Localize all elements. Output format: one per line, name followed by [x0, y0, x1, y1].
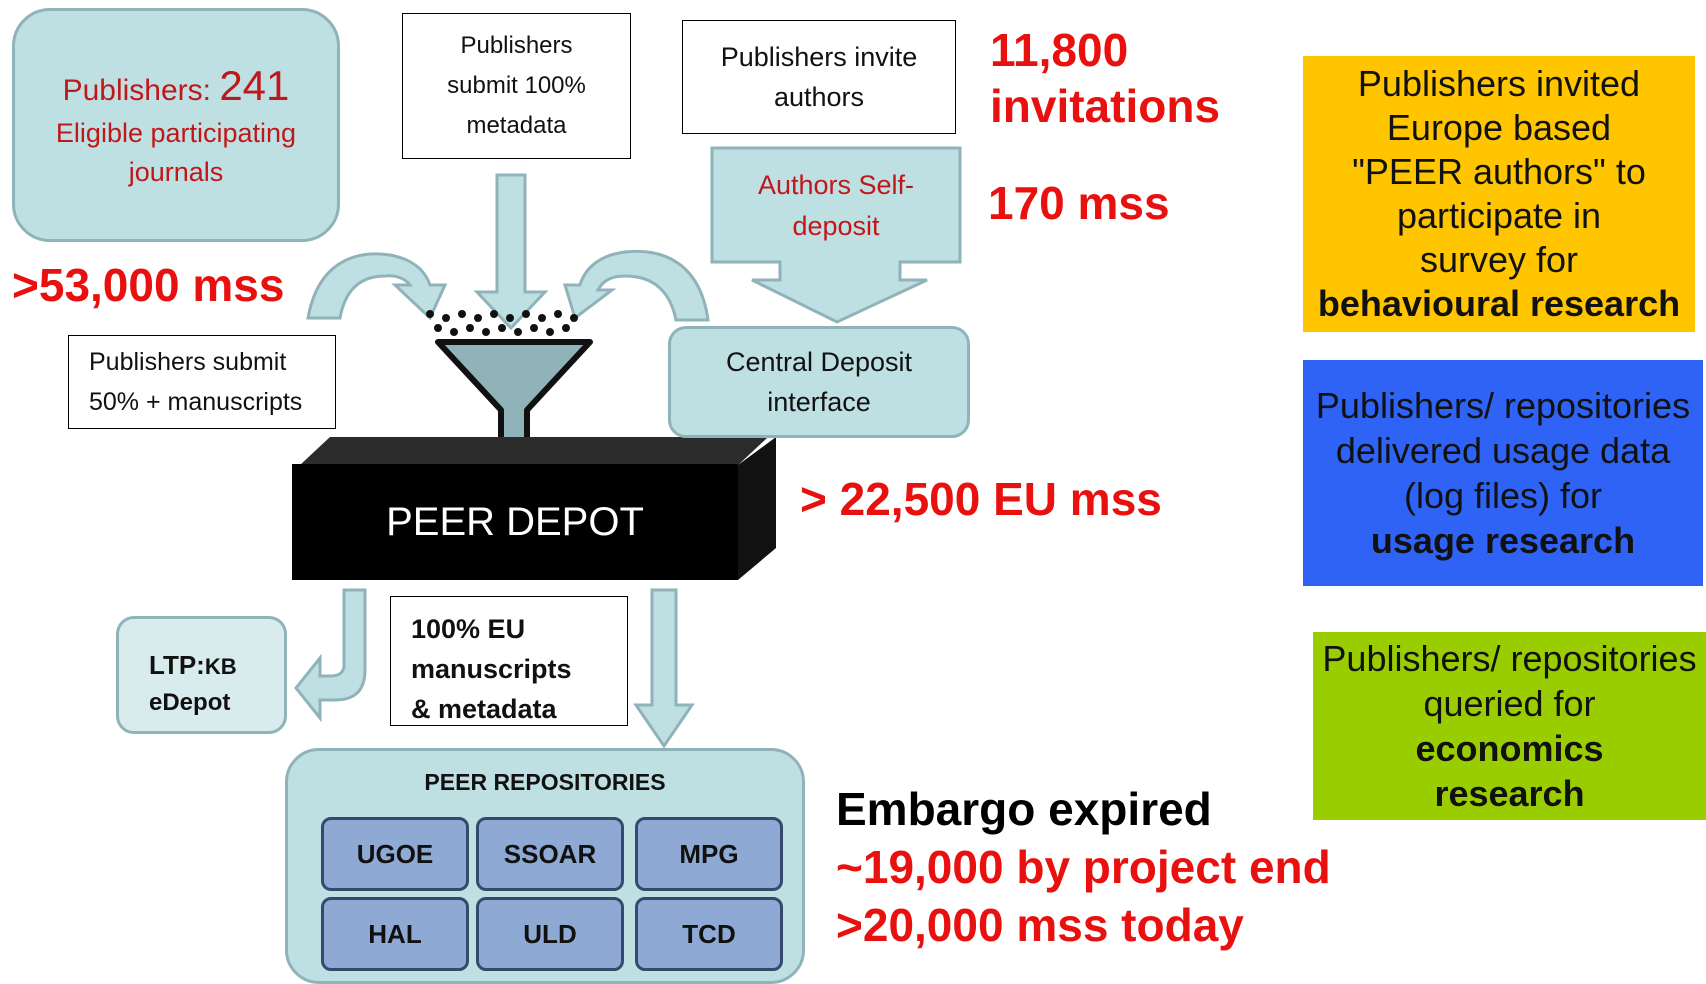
- stat-11800-line2: invitations: [990, 80, 1221, 132]
- ltp-edepot: eDepot: [149, 689, 231, 716]
- eu-manuscripts-line1: 100% EU: [411, 614, 526, 644]
- eu-manuscripts-line2: manuscripts: [411, 654, 572, 684]
- central-deposit-box: Central Deposit interface: [668, 326, 970, 438]
- behavioural-line3: "PEER authors" to: [1352, 151, 1646, 192]
- publishers-box: Publishers: 241 Eligible participating j…: [12, 8, 340, 242]
- economics-box: Publishers/ repositories queried for eco…: [1313, 632, 1706, 820]
- down-arrow-repos: [633, 588, 695, 749]
- bent-arrow-ltp: [294, 588, 367, 723]
- usage-line2: delivered usage data: [1335, 430, 1671, 471]
- embargo-line2: ~19,000 by project end: [836, 841, 1331, 893]
- repo-tcd: TCD: [635, 897, 783, 971]
- dots-pattern: [426, 310, 578, 336]
- invite-box: Publishers invite authors: [682, 20, 956, 134]
- peer-repositories: PEER REPOSITORIES UGOE SSOAR MPG HAL ULD…: [285, 748, 805, 984]
- curved-arrow-right: [562, 249, 710, 322]
- curved-arrow-left: [306, 252, 448, 321]
- economics-line1: Publishers/ repositories: [1322, 638, 1697, 679]
- self-deposit-text: Authors Self- deposit: [715, 160, 957, 252]
- usage-bold: usage research: [1370, 520, 1636, 561]
- central-deposit-line1: Central Deposit: [725, 347, 913, 377]
- self-deposit-line2: deposit: [792, 211, 880, 241]
- publishers-label: Publishers:: [62, 74, 211, 107]
- eu-manuscripts-box: 100% EU manuscripts & metadata: [390, 596, 628, 726]
- behavioural-box: Publishers invited Europe based "PEER au…: [1303, 56, 1695, 332]
- submit-50-line1: Publishers submit: [89, 348, 287, 376]
- publishers-line3: journals: [128, 157, 224, 187]
- ltp-box: LTP:KB eDepot: [116, 616, 287, 734]
- invite-line1: Publishers invite: [720, 42, 918, 72]
- submit-100-box: Publishers submit 100% metadata: [402, 13, 631, 159]
- embargo-text: Embargo expired ~19,000 by project end >…: [836, 780, 1331, 954]
- behavioural-line1: Publishers invited: [1357, 63, 1641, 104]
- submit-100-line3: metadata: [466, 112, 567, 139]
- repo-hal: HAL: [321, 897, 469, 971]
- repo-ugoe: UGOE: [321, 817, 469, 891]
- embargo-line3: >20,000 mss today: [836, 899, 1244, 951]
- stat-53000: >53,000 mss: [12, 259, 285, 311]
- invite-line2: authors: [773, 82, 865, 112]
- repo-mpg: MPG: [635, 817, 783, 891]
- repo-ssoar: SSOAR: [476, 817, 624, 891]
- behavioural-line4: participate in: [1396, 195, 1602, 236]
- depot-side: [738, 437, 776, 580]
- behavioural-line2: Europe based: [1386, 107, 1612, 148]
- behavioural-bold: behavioural research: [1317, 283, 1681, 324]
- usage-line1: Publishers/ repositories: [1315, 385, 1691, 426]
- stat-11800: 11,800 invitations: [990, 22, 1220, 134]
- stat-11800-line1: 11,800: [990, 24, 1129, 76]
- stat-170: 170 mss: [988, 177, 1170, 229]
- ltp-kb: KB: [204, 654, 237, 679]
- submit-100-line1: Publishers: [460, 32, 573, 59]
- usage-box: Publishers/ repositories delivered usage…: [1303, 360, 1703, 586]
- eu-manuscripts-line3: & metadata: [411, 694, 557, 724]
- stat-22500: > 22,500 EU mss: [800, 473, 1162, 525]
- peer-depot-label: PEER DEPOT: [386, 499, 644, 544]
- submit-100-line2: submit 100%: [447, 72, 586, 99]
- peer-depot: PEER DEPOT: [292, 464, 738, 580]
- ltp-label: LTP:: [149, 650, 205, 680]
- down-arrow-metadata: [473, 173, 549, 331]
- self-deposit-line1: Authors Self-: [757, 170, 915, 200]
- publishers-line2: Eligible participating: [55, 118, 297, 148]
- economics-bold2: research: [1434, 773, 1585, 814]
- embargo-line1: Embargo expired: [836, 783, 1212, 835]
- economics-line2: queried for: [1423, 683, 1596, 724]
- publishers-count: 241: [219, 62, 290, 109]
- economics-bold1: economics: [1415, 728, 1604, 769]
- depot-top-face: [300, 437, 768, 465]
- behavioural-line5: survey for: [1419, 239, 1579, 280]
- usage-line3: (log files) for: [1403, 475, 1603, 516]
- repo-uld: ULD: [476, 897, 624, 971]
- central-deposit-line2: interface: [767, 387, 871, 417]
- self-deposit-arrow: [710, 146, 962, 324]
- repositories-title: PEER REPOSITORIES: [424, 769, 666, 795]
- submit-50-box: Publishers submit 50% + manuscripts: [68, 335, 336, 429]
- submit-50-line2: 50% + manuscripts: [89, 388, 303, 416]
